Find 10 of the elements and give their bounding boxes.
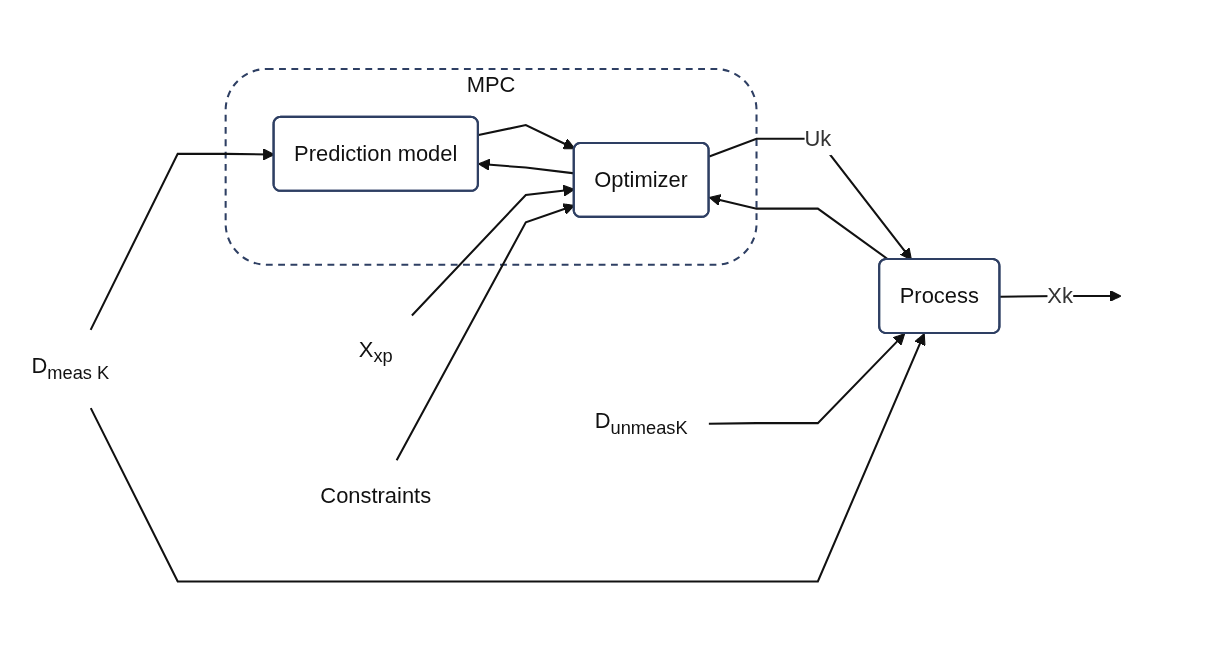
node-text: D$_{unmeasK}$ bbox=[594, 408, 688, 438]
arrow bbox=[89, 332, 926, 583]
arrow bbox=[708, 332, 906, 425]
edge-label: Xk bbox=[1047, 283, 1073, 307]
node-text: D$_{meas K}$ bbox=[31, 353, 110, 383]
block-diagram: MPC Uk Xk Prediction model Optimizer Process D$_{meas K}$ D$_{unmeasK}$ X$_{xp}$ Constraints bbox=[0, 57, 1214, 593]
node-text: X$_{xp}$ bbox=[358, 337, 393, 367]
edge-label: Uk bbox=[804, 126, 832, 150]
node-text: Constraints bbox=[320, 483, 432, 508]
arrow bbox=[478, 123, 576, 150]
